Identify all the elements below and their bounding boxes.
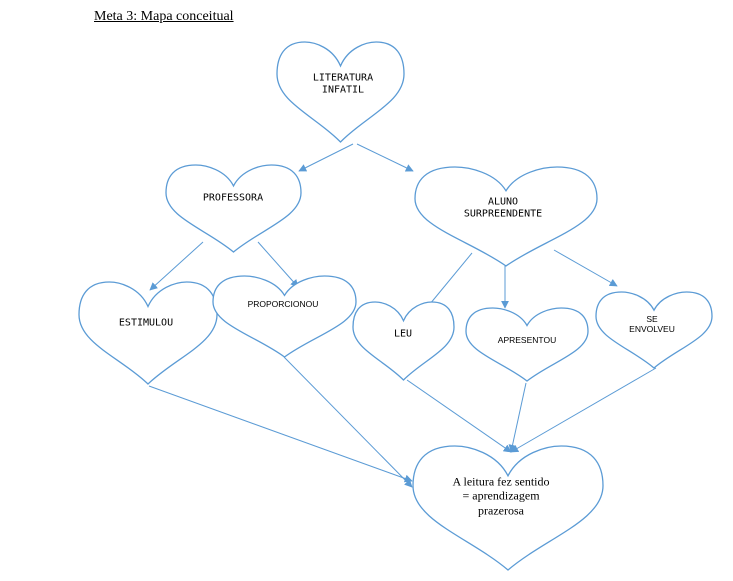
- node-label-line: A leitura fez sentido: [452, 474, 550, 489]
- arrow-professora-to-estimulou: [149, 241, 204, 291]
- arrow-aluno-to-leu: [424, 252, 473, 311]
- node-label-line: ENVOLVEU: [629, 324, 675, 334]
- node-label-leu: LEU: [394, 328, 412, 340]
- heart-proporcionou: [212, 275, 357, 358]
- heart-professora: [165, 164, 302, 253]
- arrows: [148, 143, 657, 488]
- arrow-apresentou-to-resultado: [508, 382, 527, 453]
- node-label-line: = aprendizagem: [462, 488, 540, 503]
- node-label-line: ALUNO: [487, 196, 519, 208]
- arrow-professora-to-proporcionou: [257, 241, 299, 288]
- heart-resultado: [412, 445, 604, 571]
- arrow-envolveu-to-resultado: [510, 367, 657, 453]
- node-label-professora: PROFESSORA: [203, 192, 263, 204]
- heart-literatura: [276, 41, 405, 143]
- arrow-literatura-to-aluno: [356, 143, 414, 172]
- heart-leu: [352, 301, 455, 381]
- node-label-line: PROPORCIONOU: [247, 299, 319, 310]
- node-label-line: PROFESSORA: [202, 192, 264, 204]
- node-label-line: LEU: [393, 328, 413, 340]
- page-title: Meta 3: Mapa conceitual: [94, 9, 234, 24]
- heart-apresentou: [465, 307, 589, 382]
- node-label-apresentou: APRESENTOU: [497, 335, 557, 346]
- arrow-aluno-to-envolveu: [553, 249, 618, 287]
- node-label-line: INFATIL: [321, 84, 365, 95]
- arrow-leu-to-resultado: [406, 379, 512, 453]
- node-label-line: APRESENTOU: [497, 335, 557, 346]
- node-label-line: prazerosa: [478, 503, 524, 518]
- heart-envolveu: [595, 291, 713, 369]
- heart-aluno: [414, 166, 598, 267]
- heart-estimulou: [78, 281, 218, 385]
- arrow-proporcionou-to-resultado: [283, 356, 413, 488]
- node-label-line: LITERATURA: [312, 72, 374, 84]
- node-label-estimulou: ESTIMULOU: [119, 317, 173, 329]
- arrow-estimulou-to-resultado: [148, 385, 413, 483]
- node-label-line: SE: [646, 314, 658, 325]
- node-label-line: SURPREENDENTE: [463, 208, 543, 219]
- arrow-literatura-to-professora: [298, 143, 354, 172]
- hearts: [78, 41, 713, 571]
- node-label-proporcionou: PROPORCIONOU: [247, 299, 319, 310]
- node-label-line: ESTIMULOU: [118, 317, 174, 329]
